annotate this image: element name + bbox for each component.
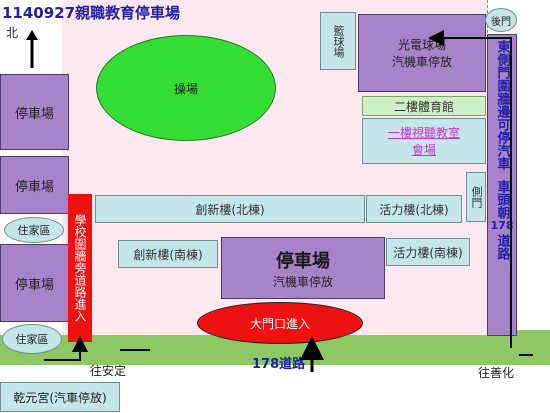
playground-label: 操場 bbox=[173, 81, 198, 96]
solar-parking-label: 汽機車停放 bbox=[391, 55, 452, 69]
av-room-venue: 一樓視聽教室 會場 bbox=[362, 118, 486, 164]
residential-1-label: 住家區 bbox=[17, 224, 51, 237]
chuangxin-north-building: 創新樓(北棟) bbox=[95, 195, 365, 223]
qianyuan-temple: 乾元宮(汽車停放) bbox=[0, 382, 120, 412]
west-parking-2: 停車場 bbox=[0, 156, 69, 214]
compass-label: 北 bbox=[6, 26, 19, 40]
playground: 操場 bbox=[96, 35, 276, 141]
west-parking-3: 停車場 bbox=[0, 244, 69, 322]
to-shanhua-label: 往善化 bbox=[478, 366, 515, 380]
main-parking-title: 停車場 bbox=[276, 250, 330, 272]
qianyuan-label: 乾元宮(汽車停放) bbox=[13, 390, 107, 405]
gym-building: 二樓體育館 bbox=[362, 96, 486, 116]
side-gate: 側門 bbox=[466, 172, 486, 222]
west-parking-1-label: 停車場 bbox=[14, 106, 54, 122]
main-parking: 停車場 汽機車停放 bbox=[221, 237, 385, 299]
page-title: 1140927親職教育停車場 bbox=[2, 4, 181, 22]
residential-2-label: 住家區 bbox=[15, 333, 49, 346]
east-text-a: 東側門圍牆邊可停汽車 bbox=[494, 40, 510, 170]
huoli-south-label: 活力樓(南棟) bbox=[393, 245, 463, 260]
road-178-label: 178道路 bbox=[252, 357, 306, 372]
side-gate-label: 側門 bbox=[470, 186, 483, 208]
main-parking-sub: 汽機車停放 bbox=[272, 274, 333, 289]
east-gate-label: 後門 bbox=[491, 16, 511, 28]
north-arrow-icon bbox=[26, 30, 38, 68]
chuangxin-south-building: 創新樓(南棟) bbox=[118, 240, 218, 268]
chuangxin-north-label: 創新樓(北棟) bbox=[195, 202, 265, 217]
main-gate-label: 大門口進入 bbox=[249, 316, 310, 331]
basketball-label: 籃球場 bbox=[332, 24, 345, 58]
wall-road-entry: 學校圍牆旁道路進入 bbox=[68, 194, 92, 342]
west-parking-1: 停車場 bbox=[0, 74, 69, 150]
huoli-north-label: 活力樓(北棟) bbox=[379, 202, 449, 217]
residential-area-1: 住家區 bbox=[4, 217, 64, 243]
huoli-south-building: 活力樓(南棟) bbox=[386, 238, 470, 266]
residential-area-2: 住家區 bbox=[2, 324, 62, 354]
east-text-c: 178 bbox=[490, 219, 514, 232]
west-parking-2-label: 停車場 bbox=[14, 179, 54, 195]
solar-field-parking: 光電球場 汽機車停放 bbox=[358, 14, 486, 92]
main-gate: 大門口進入 bbox=[197, 302, 363, 344]
chuangxin-south-label: 創新樓(南棟) bbox=[133, 247, 203, 262]
east-text-d: 道路 bbox=[494, 234, 510, 260]
gym-label: 二樓體育館 bbox=[393, 99, 454, 114]
to-anding-label: 往安定 bbox=[90, 364, 127, 378]
east-gate: 後門 bbox=[485, 8, 517, 32]
west-parking-3-label: 停車場 bbox=[14, 277, 54, 293]
huoli-north-building: 活力樓(北棟) bbox=[366, 195, 462, 223]
av-room-label: 一樓視聽教室 bbox=[387, 126, 460, 140]
venue-label: 會場 bbox=[411, 143, 436, 157]
wall-road-label: 學校圍牆旁道路進入 bbox=[73, 214, 87, 322]
east-wall-text: 東側門圍牆邊可停汽車 車頭朝 178 道路 bbox=[487, 40, 517, 260]
basketball-court: 籃球場 bbox=[320, 12, 356, 70]
east-text-b: 車頭朝 bbox=[494, 180, 510, 219]
